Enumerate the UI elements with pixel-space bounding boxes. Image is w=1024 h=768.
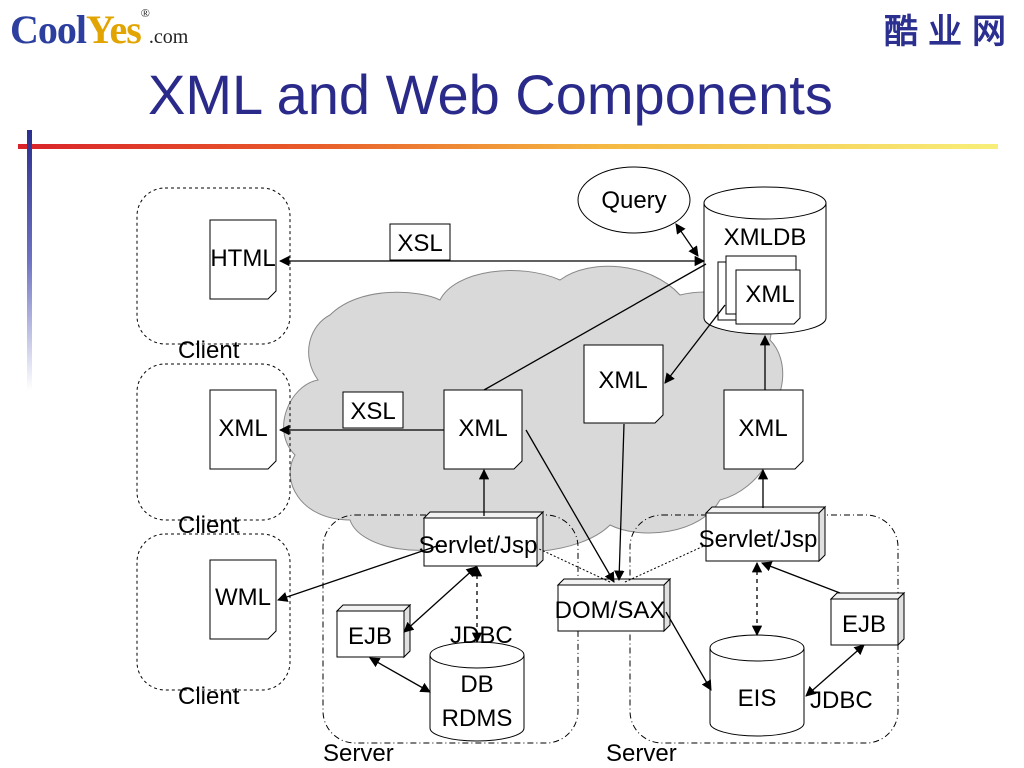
jdbc-left-label: JDBC (450, 622, 513, 649)
client-region-2 (136, 363, 291, 521)
xmldb-stacked-docs (717, 255, 801, 325)
server-label-2: Server (606, 740, 677, 767)
dom-sax-label: DOM/SAX (555, 597, 666, 624)
eis-label: EIS (738, 685, 777, 712)
xmldb-doc-label: XML (745, 281, 794, 308)
servlet-box-left (422, 510, 545, 568)
title-underline-bar (18, 144, 998, 149)
ejb-box-right (829, 591, 906, 647)
xsl-box-mid (342, 391, 404, 429)
logo-text-yes: Yes (86, 7, 142, 52)
cloud-xml-left-label: XML (458, 415, 507, 442)
db-rdms-cylinder (429, 641, 525, 742)
servlet-left-label: Servlet/Jsp (419, 532, 538, 559)
client-xml-doc-shape (209, 389, 277, 470)
arrow-domsax-to-eis (665, 611, 712, 691)
logo-registered-mark: ® (140, 6, 150, 20)
dotted-line-domsax-servlet-right (624, 544, 707, 583)
db-label-line2: RDMS (442, 705, 513, 732)
coolyes-logo: CoolYes® .com (10, 6, 188, 53)
html-doc-label: HTML (210, 245, 275, 272)
ejb-left-label: EJB (348, 623, 392, 650)
wml-doc-label: WML (215, 584, 271, 611)
cloud-xml-right-shape (723, 389, 804, 470)
logo-text-cool: Cool (10, 7, 87, 52)
arrow-ejb-to-servlet (761, 561, 841, 594)
ejb-right-label: EJB (842, 611, 886, 638)
db-label-line1: DB (460, 671, 493, 698)
logo-dotcom: .com (148, 26, 189, 48)
jdbc-right-label: JDBC (810, 687, 873, 714)
network-cloud (283, 265, 784, 553)
arrow-xmldb-to-cloudxml (664, 304, 726, 384)
server-label-1: Server (323, 740, 394, 767)
eis-cylinder (709, 634, 805, 737)
query-ellipse (577, 166, 691, 234)
arrow-query-xmldb (675, 223, 699, 257)
cloud-xml-right-label: XML (738, 415, 787, 442)
line-cloudxml-xmldb (483, 263, 707, 391)
xmldb-label: XMLDB (724, 224, 807, 251)
cloud-xml-center-shape (583, 344, 664, 424)
arrow-cloudxml-to-domsax (525, 429, 615, 583)
arrow-servlet-to-wml (277, 544, 441, 602)
servlet-right-label: Servlet/Jsp (699, 526, 818, 553)
wml-doc-shape (209, 559, 277, 640)
client-label-1: Client (178, 337, 240, 364)
xsl-top-label: XSL (397, 230, 442, 257)
brand-chinese: 酷业网 (884, 12, 1016, 52)
dom-sax-box (556, 577, 672, 633)
arrow-ejb-eis (805, 644, 865, 697)
client-xml-doc-label: XML (218, 415, 267, 442)
client-region-1 (136, 187, 291, 345)
html-doc-shape (209, 219, 277, 300)
arrow-ejb-db (369, 657, 431, 693)
cloud-xml-left-shape (443, 389, 523, 470)
arrow-centerxml-to-domsax (614, 423, 625, 582)
client-label-3: Client (178, 683, 240, 710)
arrow-servlet-ejb (403, 566, 477, 633)
slide-title: XML and Web Components (148, 63, 833, 126)
client-label-2: Client (178, 512, 240, 539)
connectors (277, 223, 865, 697)
client-region-3 (136, 533, 291, 691)
dotted-line-domsax-servlet-left (536, 547, 611, 583)
xsl-mid-label: XSL (350, 398, 395, 425)
servlet-box-right (704, 505, 827, 563)
query-label: Query (601, 187, 666, 214)
left-accent-bar (27, 130, 32, 390)
cloud-xml-center-label: XML (598, 367, 647, 394)
